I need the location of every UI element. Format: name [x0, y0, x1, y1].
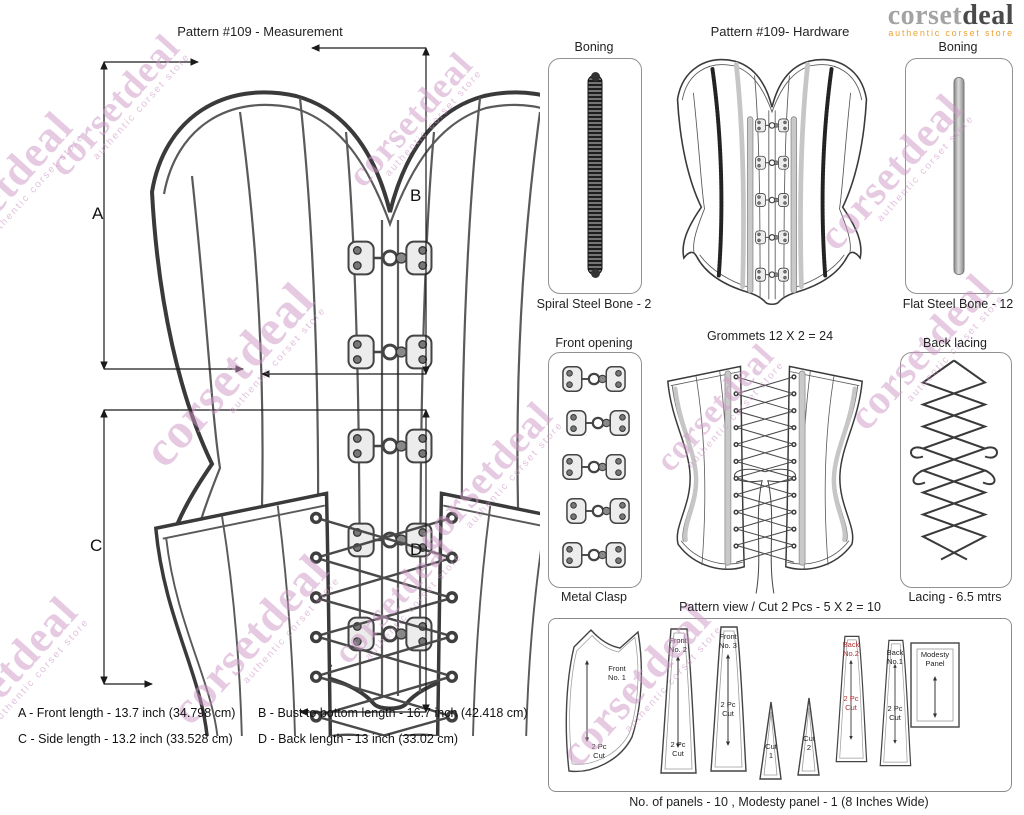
- grommets-label: Grommets 12 X 2 = 24: [706, 329, 834, 343]
- label-a: A: [92, 204, 104, 223]
- pattern-footer: No. of panels - 10 , Modesty panel - 1 (…: [629, 795, 929, 809]
- piece-name: Front No. 1: [608, 664, 626, 682]
- measure-arrows-front: [100, 44, 430, 378]
- piece-cut: 2 Pc Cut: [843, 694, 859, 712]
- piece-modesty-shape: [910, 642, 960, 728]
- piece-front-2: Front No. 2 2 Pc Cut: [655, 625, 701, 777]
- spiral-bone-right: [820, 67, 834, 278]
- flat-bone-side-right: [831, 386, 857, 543]
- logo: corsetdeal authentic corset store: [888, 0, 1014, 39]
- piece-cut: 2 Pc Cut: [720, 700, 736, 718]
- corset-front-outline: [678, 60, 867, 305]
- spiral-bone-box: [548, 58, 642, 294]
- flat-bone-back-right: [798, 370, 806, 566]
- piece-cut: 2 Pc Cut: [670, 740, 686, 758]
- lacing-illustration: [910, 359, 998, 561]
- label-c: C: [90, 536, 103, 555]
- piece-front-3: Front No. 3 2 Pc Cut: [705, 623, 751, 775]
- piece-cut-1-shape: [755, 699, 787, 783]
- label-b: B: [410, 186, 422, 205]
- spec-back-length: D - Back length - 13 inch (33.02 cm): [258, 732, 459, 746]
- piece-cut-1: Cut 1: [755, 699, 787, 783]
- piece-name: Front No. 3: [719, 632, 737, 650]
- flat-bone-caption: Flat Steel Bone - 12: [902, 297, 1014, 311]
- logo-deal: deal: [962, 0, 1014, 31]
- piece-cut: 2 Pc Cut: [887, 704, 903, 722]
- logo-tagline: authentic corset store: [888, 28, 1014, 38]
- flat-bone-center-left: [746, 116, 754, 294]
- lacing-zigzag: [920, 359, 988, 561]
- hardware-back-corset: [650, 346, 880, 602]
- spiral-steel-bone-illustration: [587, 75, 603, 275]
- measure-arrows-back: [100, 409, 430, 716]
- flat-bone-label: Boning: [938, 40, 978, 54]
- piece-name: Back No.1: [886, 648, 904, 666]
- piece-modesty-panel: Modesty Panel: [909, 641, 961, 729]
- hardware-title: Pattern #109- Hardware: [710, 24, 850, 39]
- measurement-diagram: [100, 44, 540, 736]
- measurement-title: Pattern #109 - Measurement: [177, 24, 343, 39]
- back-lacing-label: Back lacing: [923, 336, 987, 350]
- spiral-bone-caption: Spiral Steel Bone - 2: [536, 297, 652, 311]
- flat-steel-bone-illustration: [953, 77, 965, 275]
- clasp-icon: [565, 497, 631, 525]
- front-opening-caption: Metal Clasp: [561, 590, 627, 604]
- flat-bone-side-left: [673, 386, 699, 543]
- front-opening-label: Front opening: [555, 336, 633, 350]
- piece-name: Cut 1: [765, 742, 777, 760]
- spec-front-length: A - Front length - 13.7 inch (34.798 cm): [18, 706, 236, 720]
- pattern-pieces-box: Front No. 1 2 Pc Cut Front No. 2 2 Pc Cu…: [548, 618, 1012, 792]
- spiral-bone-label: Boning: [574, 40, 614, 54]
- flat-bone-center-right: [790, 116, 798, 294]
- piece-cut-2: Cut 2: [793, 695, 825, 779]
- back-lacing-box: [900, 352, 1012, 588]
- piece-name: Front No. 2: [669, 636, 687, 654]
- flat-bone-right: [798, 61, 811, 289]
- piece-name: Back No.2: [842, 640, 860, 658]
- flat-bone-box: [905, 58, 1013, 294]
- logo-wordmark: corsetdeal: [888, 0, 1014, 31]
- flat-bone-back-left: [724, 370, 732, 566]
- piece-name: Modesty Panel: [920, 650, 950, 668]
- spiral-bone-left: [710, 67, 724, 278]
- spec-bust-to-bottom: B - Bust to bottom length - 16.7 inch (4…: [258, 706, 528, 720]
- piece-front-1-shape: [565, 628, 643, 773]
- piece-back-1: Back No.1 2 Pc Cut: [875, 635, 915, 771]
- piece-back-2: Back No.2 2 Pc Cut: [831, 631, 871, 767]
- piece-front-1: Front No. 1 2 Pc Cut: [559, 625, 651, 777]
- clasp-icon: [561, 365, 627, 393]
- piece-name: Cut 2: [803, 734, 815, 752]
- clasp-icon: [561, 541, 627, 569]
- front-opening-box: [548, 352, 642, 588]
- back-lacing-caption: Lacing - 6.5 mtrs: [908, 590, 1002, 604]
- hardware-front-corset: [658, 50, 886, 312]
- pattern-view-title: Pattern view / Cut 2 Pcs - 5 X 2 = 10: [679, 600, 881, 614]
- clasp-icon: [565, 409, 631, 437]
- logo-corset: corset: [887, 0, 963, 31]
- piece-cut: 2 Pc Cut: [591, 742, 607, 760]
- label-d: D: [410, 540, 423, 559]
- spec-side-length: C - Side length - 13.2 inch (33.528 cm): [18, 732, 233, 746]
- metal-clasps-illustration: [561, 365, 631, 569]
- flat-bone-left: [733, 61, 746, 289]
- clasp-icon: [561, 453, 627, 481]
- lacing-loops: [910, 446, 998, 485]
